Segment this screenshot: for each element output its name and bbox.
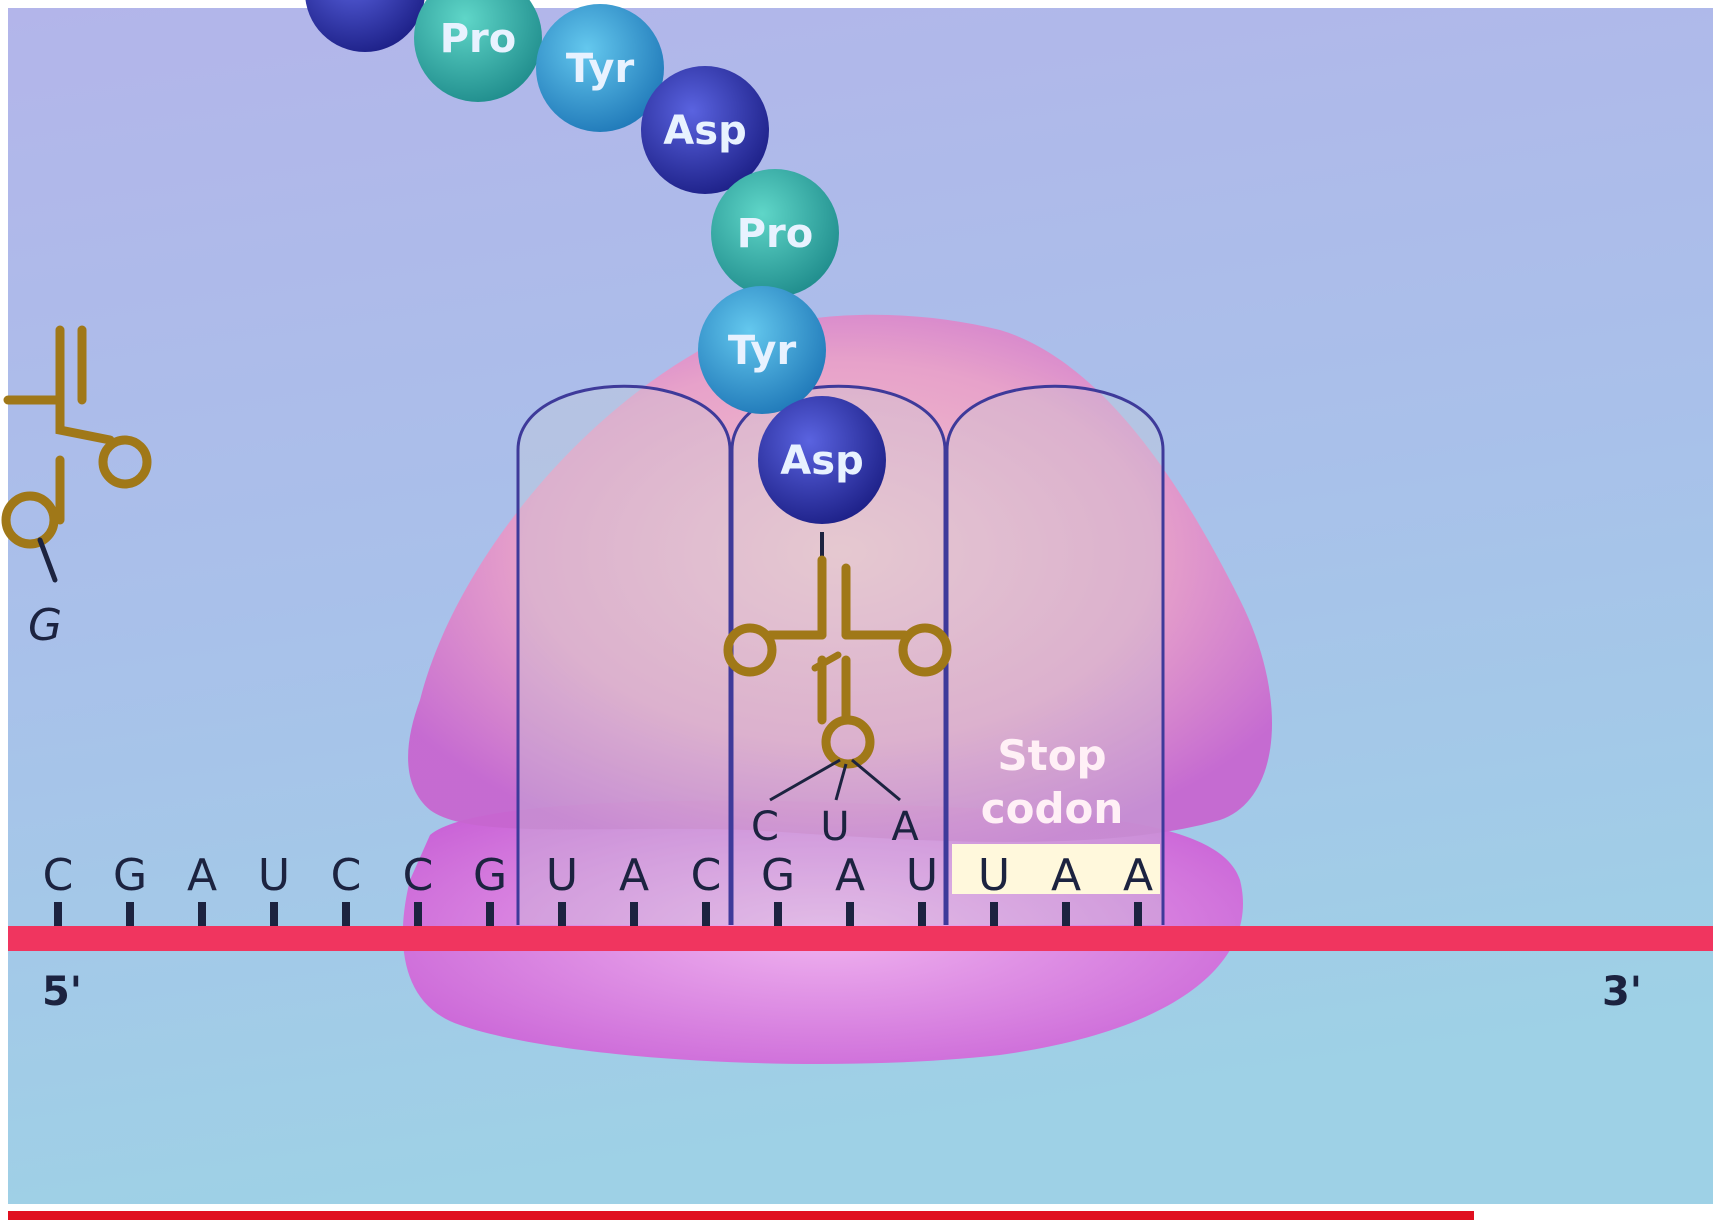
mrna-base: A	[619, 850, 649, 901]
mrna-base-tick	[342, 902, 350, 926]
mrna-base-tick	[126, 902, 134, 926]
stop-codon-label-line2: codon	[981, 784, 1124, 833]
stop-codon-label-line1: Stop	[997, 731, 1106, 780]
mrna-base-tick	[918, 902, 926, 926]
mrna-base: G	[113, 850, 147, 901]
mrna-base: A	[1123, 850, 1153, 901]
amino-acid-pro: Pro	[711, 169, 839, 297]
five-prime-label: 5'	[42, 969, 82, 1015]
mrna-base: A	[187, 850, 217, 901]
mrna-base-tick	[414, 902, 422, 926]
anticodon-base: A	[891, 804, 919, 850]
mrna-base-tick	[486, 902, 494, 926]
mrna-strand	[8, 926, 1713, 951]
mrna-base-tick	[270, 902, 278, 926]
mrna-base: C	[331, 850, 362, 901]
mrna-base: U	[906, 850, 938, 901]
exiting-trna-base: G	[28, 600, 62, 651]
mrna-base: A	[835, 850, 865, 901]
mrna-base: C	[691, 850, 722, 901]
mrna-base: G	[761, 850, 795, 901]
mrna-base-tick	[846, 902, 854, 926]
video-progress-fill	[8, 1211, 1474, 1220]
mrna-base-tick	[54, 902, 62, 926]
mrna-base: G	[473, 850, 507, 901]
mrna-base-tick	[1134, 902, 1142, 926]
mrna-base: C	[43, 850, 74, 901]
amino-acid-label: Pro	[737, 211, 814, 257]
mrna-base-tick	[702, 902, 710, 926]
amino-acid-label: Tyr	[728, 328, 797, 374]
mrna-base: A	[1051, 850, 1081, 901]
mrna-base: U	[546, 850, 578, 901]
amino-acid-asp: Asp	[758, 396, 886, 524]
e-site	[518, 386, 730, 925]
amino-acid-label: Asp	[780, 438, 863, 484]
mrna-base-tick	[630, 902, 638, 926]
amino-acid-label: Tyr	[566, 46, 635, 92]
amino-acid-label: Pro	[440, 16, 517, 62]
mrna-base-tick	[990, 902, 998, 926]
mrna-base: U	[258, 850, 290, 901]
mrna-base: U	[978, 850, 1010, 901]
amino-acid-tyr: Tyr	[698, 286, 826, 414]
anticodon-base: U	[820, 804, 849, 850]
anticodon-base: C	[751, 804, 779, 850]
mrna-base: C	[403, 850, 434, 901]
mrna-base-tick	[1062, 902, 1070, 926]
three-prime-label: 3'	[1602, 969, 1642, 1015]
mrna-base-tick	[558, 902, 566, 926]
mrna-base-tick	[198, 902, 206, 926]
amino-acid-label: Asp	[663, 108, 746, 154]
mrna-base-tick	[774, 902, 782, 926]
